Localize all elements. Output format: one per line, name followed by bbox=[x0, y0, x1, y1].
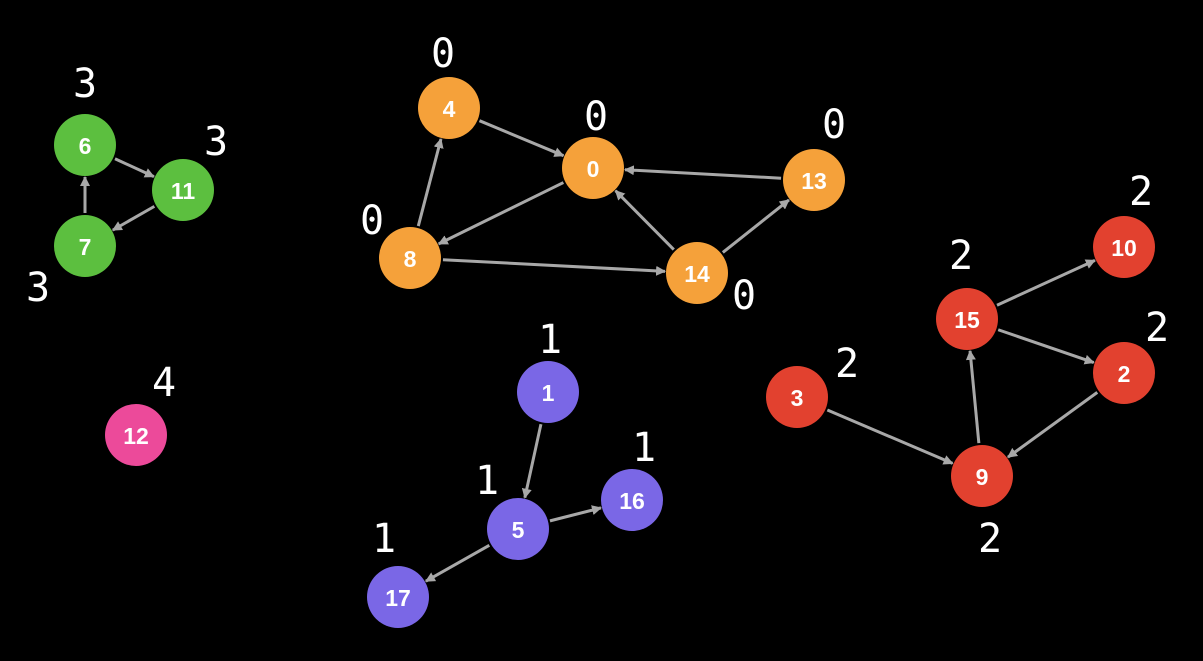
node-id-label: 16 bbox=[619, 488, 645, 514]
component-label-2: 2 bbox=[1145, 305, 1169, 351]
edge-14-to-0 bbox=[614, 189, 675, 251]
node-14: 14 bbox=[666, 242, 728, 304]
node-id-label: 10 bbox=[1111, 235, 1137, 261]
node-circle bbox=[601, 469, 663, 531]
component-label-3: 2 bbox=[835, 341, 859, 387]
node-id-label: 1 bbox=[542, 380, 555, 406]
node-id-label: 8 bbox=[404, 246, 417, 272]
edge-15-to-10 bbox=[996, 258, 1096, 307]
edge-13-to-0 bbox=[623, 165, 782, 180]
component-label-17: 1 bbox=[372, 516, 396, 562]
node-id-label: 13 bbox=[801, 168, 827, 194]
node-3: 3 bbox=[766, 366, 828, 428]
component-label-8: 0 bbox=[360, 198, 384, 244]
node-0: 0 bbox=[562, 137, 624, 199]
edge-8-to-4 bbox=[416, 138, 444, 227]
node-6: 6 bbox=[54, 114, 116, 176]
edge-5-to-16 bbox=[549, 505, 602, 523]
node-circle bbox=[379, 227, 441, 289]
edge-8-to-14 bbox=[442, 258, 667, 276]
node-id-label: 5 bbox=[512, 517, 525, 543]
component-label-13: 0 bbox=[822, 102, 846, 148]
node-11: 11 bbox=[152, 159, 214, 221]
component-label-14: 0 bbox=[732, 273, 756, 319]
node-17: 17 bbox=[367, 566, 429, 628]
component-label-15: 2 bbox=[949, 233, 973, 279]
node-id-label: 15 bbox=[954, 307, 980, 333]
component-label-7: 3 bbox=[26, 265, 50, 311]
node-9: 9 bbox=[951, 445, 1013, 507]
node-circle bbox=[54, 215, 116, 277]
component-label-11: 3 bbox=[204, 119, 228, 165]
edge-2-to-9 bbox=[1007, 391, 1099, 459]
node-id-label: 6 bbox=[79, 133, 92, 159]
node-id-label: 12 bbox=[123, 423, 149, 449]
edges-layer bbox=[80, 119, 1099, 583]
node-circle bbox=[517, 361, 579, 423]
component-label-16: 1 bbox=[632, 425, 656, 471]
component-label-1: 1 bbox=[538, 317, 562, 363]
node-circle bbox=[783, 149, 845, 211]
component-label-0: 0 bbox=[584, 94, 608, 140]
node-8: 8 bbox=[379, 227, 441, 289]
component-label-6: 3 bbox=[73, 61, 97, 107]
node-7: 7 bbox=[54, 215, 116, 277]
component-label-9: 2 bbox=[978, 516, 1002, 562]
edge-15-to-2 bbox=[997, 328, 1095, 365]
edge-0-to-8 bbox=[437, 181, 565, 246]
node-5: 5 bbox=[487, 498, 549, 560]
node-circle bbox=[367, 566, 429, 628]
node-id-label: 3 bbox=[791, 385, 804, 411]
node-circle bbox=[54, 114, 116, 176]
node-id-label: 14 bbox=[684, 261, 710, 287]
component-label-12: 4 bbox=[152, 360, 176, 406]
component-label-5: 1 bbox=[475, 458, 499, 504]
node-circle bbox=[1093, 342, 1155, 404]
edge-11-to-7 bbox=[111, 205, 156, 232]
node-circle bbox=[951, 445, 1013, 507]
edge-5-to-17 bbox=[424, 543, 491, 583]
node-circle bbox=[666, 242, 728, 304]
node-circle bbox=[487, 498, 549, 560]
edge-14-to-13 bbox=[721, 198, 790, 254]
node-id-label: 4 bbox=[443, 96, 456, 122]
node-2: 2 bbox=[1093, 342, 1155, 404]
node-circle bbox=[152, 159, 214, 221]
node-circle bbox=[418, 77, 480, 139]
node-id-label: 0 bbox=[587, 156, 600, 182]
node-id-label: 9 bbox=[976, 464, 989, 490]
node-circle bbox=[936, 288, 998, 350]
edge-9-to-15 bbox=[965, 349, 981, 444]
component-label-10: 2 bbox=[1129, 169, 1153, 215]
edge-6-to-11 bbox=[114, 157, 155, 179]
node-circle bbox=[105, 404, 167, 466]
component-label-4: 0 bbox=[431, 31, 455, 77]
node-12: 12 bbox=[105, 404, 167, 466]
node-16: 16 bbox=[601, 469, 663, 531]
edge-4-to-0 bbox=[478, 119, 565, 158]
edge-1-to-5 bbox=[521, 423, 543, 499]
node-1: 1 bbox=[517, 361, 579, 423]
node-circle bbox=[562, 137, 624, 199]
node-id-label: 11 bbox=[171, 178, 196, 204]
edge-3-to-9 bbox=[826, 408, 954, 465]
node-4: 4 bbox=[418, 77, 480, 139]
node-id-label: 2 bbox=[1118, 361, 1131, 387]
node-id-label: 7 bbox=[79, 234, 92, 260]
node-10: 10 bbox=[1093, 216, 1155, 278]
node-13: 13 bbox=[783, 149, 845, 211]
node-circle bbox=[766, 366, 828, 428]
node-id-label: 17 bbox=[385, 585, 411, 611]
node-15: 15 bbox=[936, 288, 998, 350]
node-circle bbox=[1093, 216, 1155, 278]
